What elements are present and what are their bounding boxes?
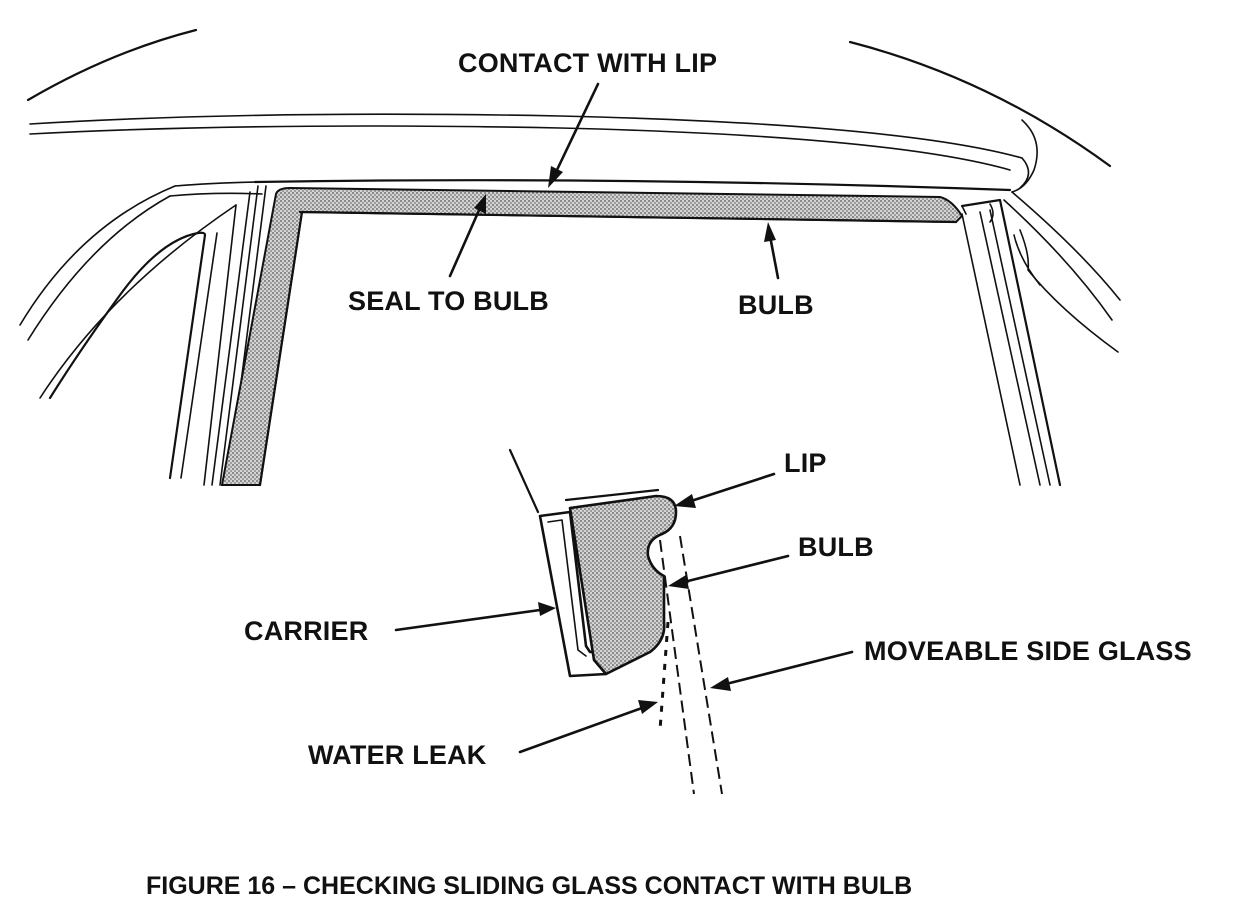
- water-leak-drops: [658, 621, 670, 731]
- right-sweep-4: [1013, 234, 1041, 286]
- labels: CONTACT WITH LIP SEAL TO BULB BULB LIP B…: [244, 48, 1192, 770]
- arrow-contact-with-lip: [548, 166, 563, 188]
- leader-seal-to-bulb: [448, 206, 482, 278]
- glass-edge-left: [659, 539, 695, 795]
- label-contact-with-lip: CONTACT WITH LIP: [458, 48, 717, 78]
- carrier-inner-channel: [547, 519, 587, 657]
- leader-moveable-side-glass: [724, 650, 854, 686]
- right-pillar-rail-3: [989, 209, 1051, 486]
- left-window-opening: [48, 231, 207, 480]
- roof-curl: [1011, 119, 1038, 193]
- arrow-carrier: [538, 602, 556, 616]
- right-pillar-rail-1: [961, 213, 1021, 486]
- frame-top-line-1: [253, 179, 1012, 192]
- label-lip: LIP: [784, 448, 827, 478]
- arrow-seal-to-bulb: [474, 194, 486, 214]
- arrow-bulb-detail: [668, 575, 689, 589]
- leader-bulb-detail: [682, 554, 790, 584]
- right-pillar-outer: [960, 198, 1062, 487]
- leader-lip: [686, 472, 776, 504]
- roof-rail-curve-right: [1019, 157, 1030, 189]
- roof-rail-upper: [29, 113, 1023, 159]
- arrow-lip: [674, 494, 696, 508]
- bulb-seal-strip: [220, 186, 964, 486]
- arrow-bulb-top: [764, 222, 776, 242]
- left-pillar-outer-3: [39, 204, 237, 399]
- right-sweep-1: [1011, 191, 1121, 301]
- left-pillar-rail-1: [203, 204, 237, 486]
- leader-bulb-top: [768, 234, 780, 280]
- leader-water-leak: [518, 706, 644, 754]
- seal-inner-left: [258, 210, 304, 487]
- label-bulb-top: BULB: [738, 290, 814, 320]
- leader-lines: [394, 82, 854, 754]
- leader-contact-with-lip: [554, 82, 600, 174]
- left-pillar-rail-3: [219, 185, 259, 486]
- left-pillar-outer-2: [27, 195, 171, 341]
- right-pillar-cap: [961, 203, 994, 223]
- label-seal-to-bulb: SEAL TO BULB: [348, 286, 549, 316]
- left-pillar-outer-1: [19, 185, 176, 326]
- roof-rail-lower: [29, 125, 1011, 171]
- roof-arc-right: [848, 40, 1112, 168]
- right-pillar-rail-2: [979, 211, 1041, 486]
- left-pillar-rail-2: [211, 191, 251, 486]
- seal-body: [568, 494, 678, 676]
- roof-arc-left: [26, 28, 198, 102]
- left-window-inner: [180, 232, 218, 479]
- frame-top-line-3: [169, 192, 263, 197]
- arrow-moveable-side-glass: [710, 677, 731, 691]
- frame-top-line-2: [174, 181, 259, 187]
- label-water-leak: WATER LEAK: [308, 740, 487, 770]
- right-sweep-2: [1003, 199, 1113, 321]
- figure-caption: FIGURE 16 – CHECKING SLIDING GLASS CONTA…: [146, 872, 912, 898]
- door-frame-drawing: [19, 28, 1121, 487]
- right-sweep-3: [1019, 229, 1119, 353]
- trim-line: [508, 448, 660, 514]
- seal-inner-edge: [298, 210, 958, 224]
- seal-cross-section: [508, 448, 723, 795]
- label-moveable-side-glass: MOVEABLE SIDE GLASS: [864, 636, 1192, 666]
- label-carrier: CARRIER: [244, 616, 368, 646]
- glass-edge-right: [679, 535, 723, 795]
- arrow-water-leak: [638, 700, 658, 714]
- leader-carrier: [394, 608, 542, 632]
- label-bulb-detail: BULB: [798, 532, 874, 562]
